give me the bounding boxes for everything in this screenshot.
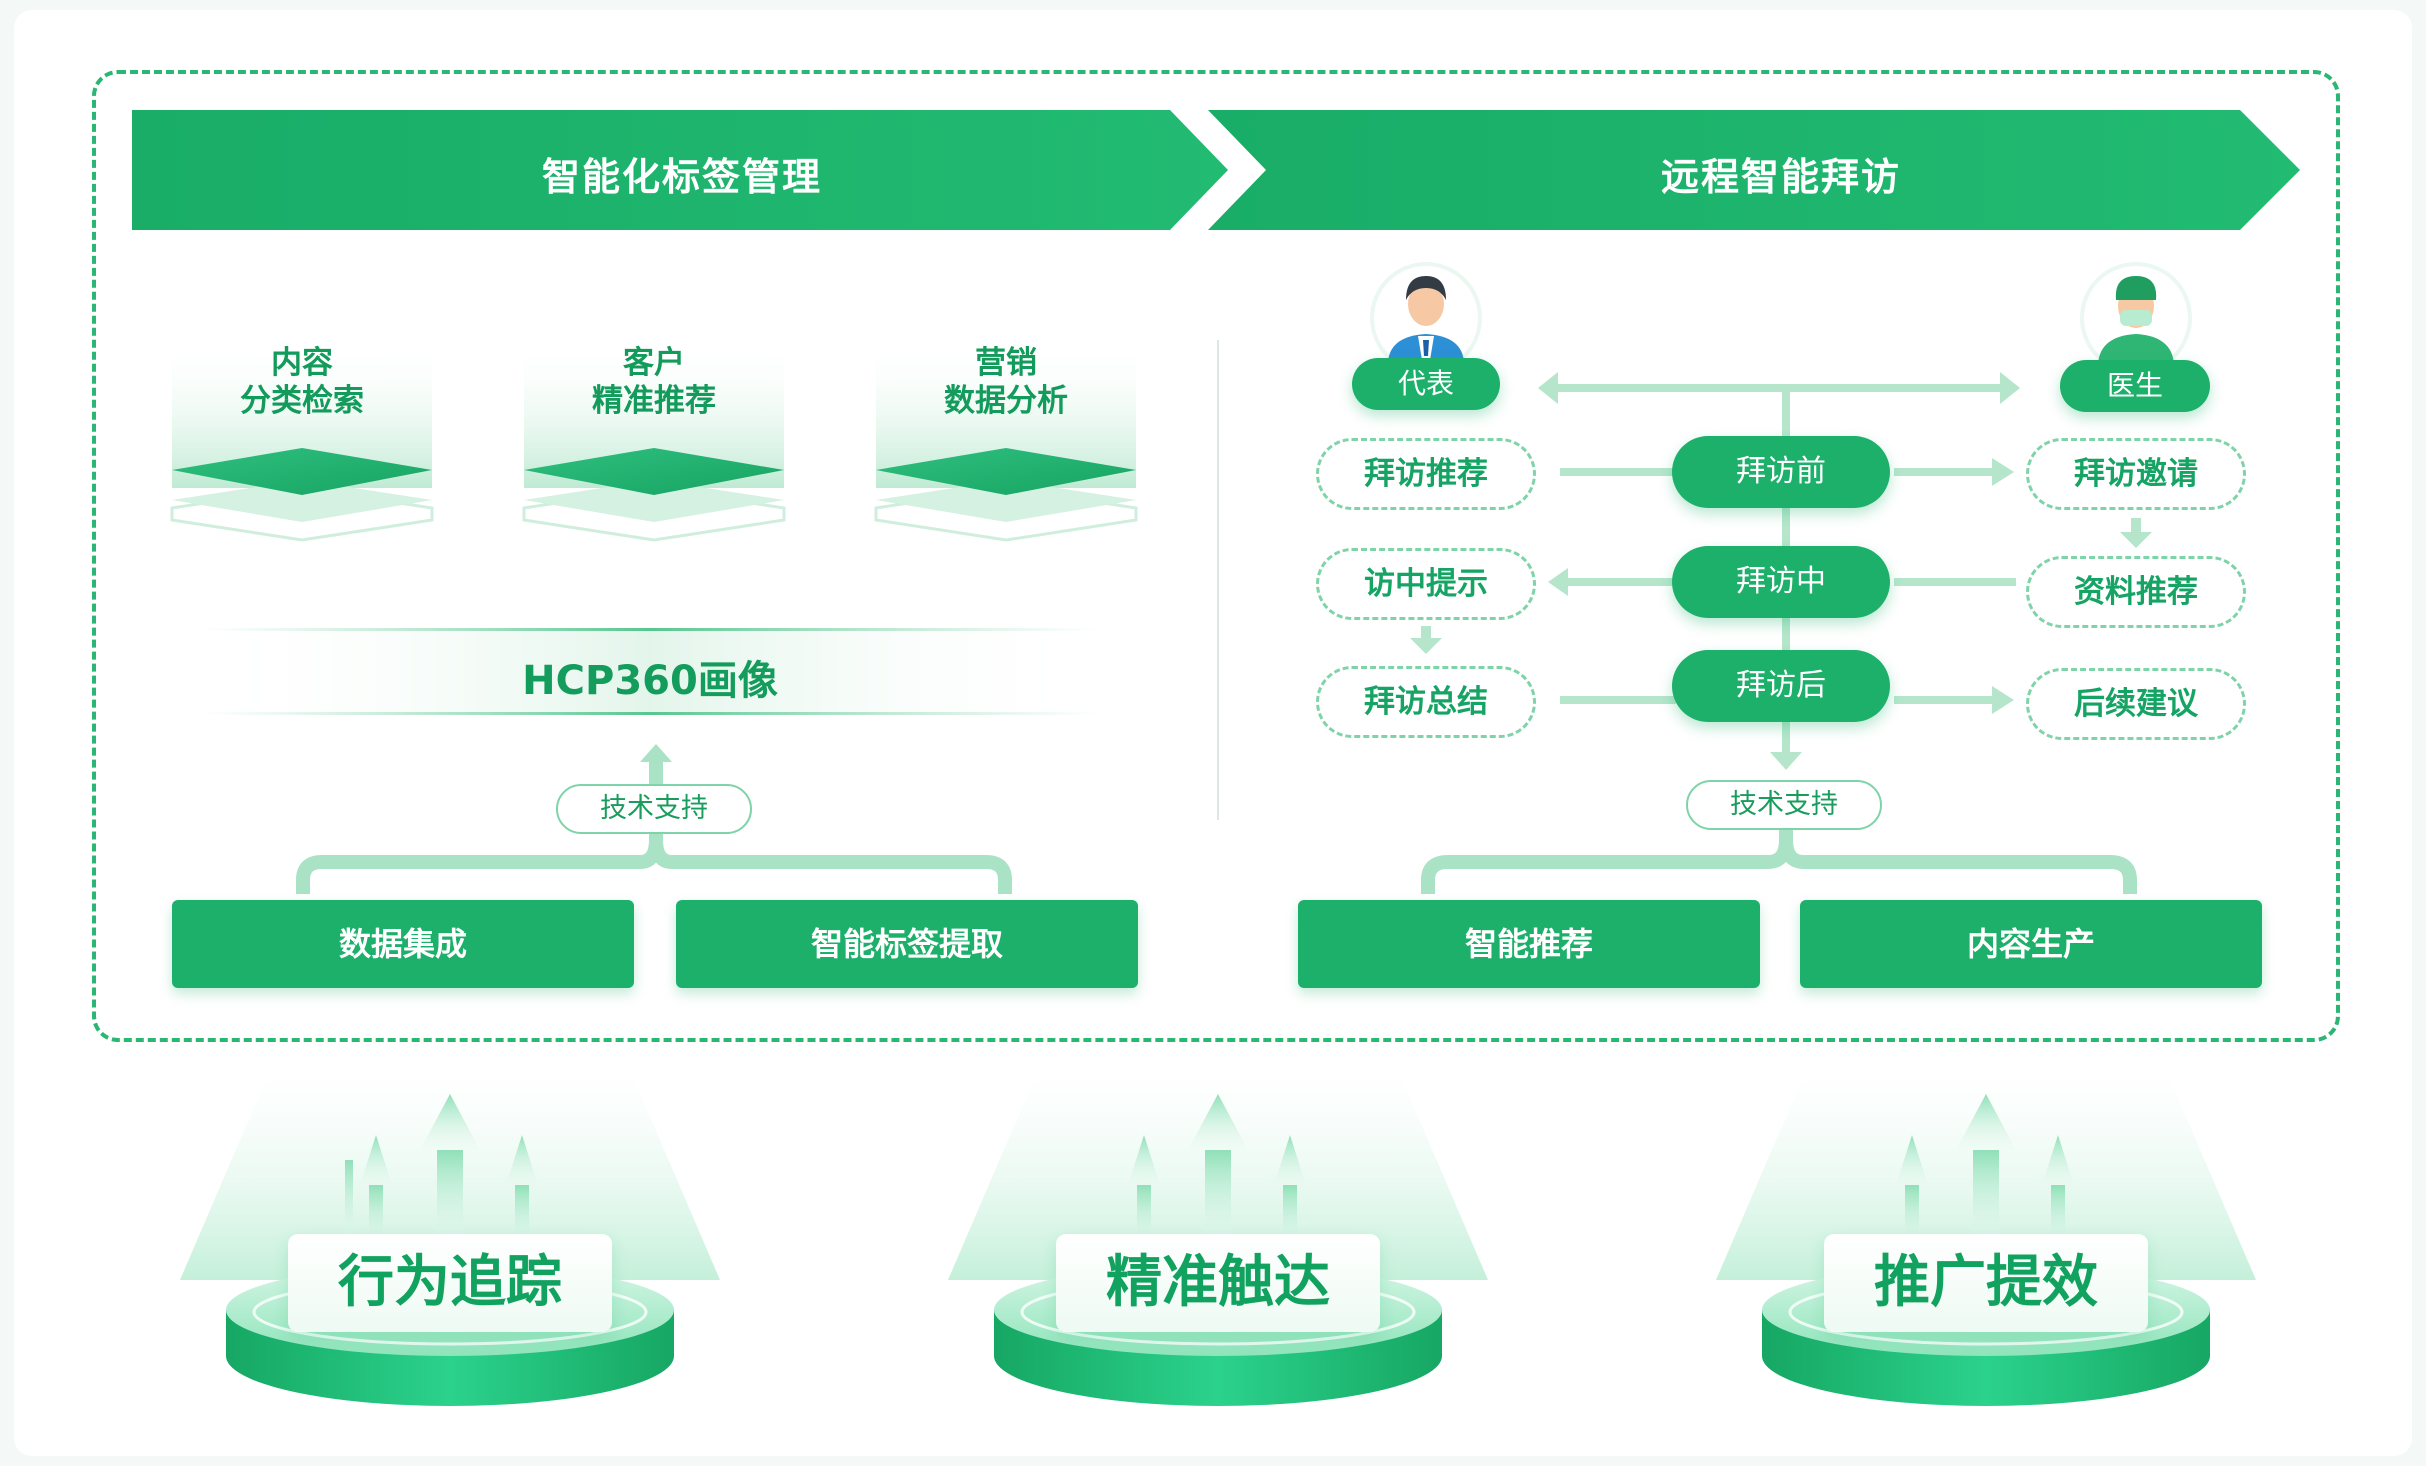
banner-left-shape — [132, 110, 1228, 230]
layer-column-1 — [170, 338, 434, 542]
layer-3-line2: 数据分析 — [944, 383, 1068, 419]
layer-title-1: 内容 分类检索 — [172, 344, 432, 420]
stage-before: 拜访前 — [1672, 436, 1890, 508]
layer-title-2: 客户 精准推荐 — [524, 344, 784, 420]
right-connector — [1421, 826, 2137, 894]
item-visit-invite: 拜访邀请 — [2026, 438, 2246, 510]
layer-column-2 — [522, 338, 786, 542]
layer-2-line2: 精准推荐 — [592, 383, 716, 419]
layer-1-line1: 内容 — [271, 345, 333, 381]
layer-title-3: 营销 数据分析 — [876, 344, 1136, 420]
banner-right-title: 远程智能拜访 — [1660, 155, 1901, 199]
layer-column-3 — [874, 338, 1138, 542]
doctor-avatar-icon — [2080, 262, 2192, 374]
base-content-production: 内容生产 — [1800, 900, 2262, 988]
stage-during: 拜访中 — [1672, 546, 1890, 618]
left-connector — [296, 744, 1012, 894]
layer-1-line2: 分类检索 — [240, 383, 364, 419]
base-data-integration: 数据集成 — [172, 900, 634, 988]
rep-pill: 代表 — [1352, 358, 1500, 410]
layer-2-line1: 客户 — [623, 345, 685, 381]
stage-after: 拜访后 — [1672, 650, 1890, 722]
item-during-tips: 访中提示 — [1316, 548, 1536, 620]
outcome-precise-reach: 精准触达 — [1056, 1234, 1380, 1332]
dashed-frame — [92, 70, 2340, 1042]
hcp-portrait-label: HCP360画像 — [522, 658, 778, 704]
hcp-band — [200, 628, 1100, 714]
item-material-recommend: 资料推荐 — [2026, 556, 2246, 628]
banner-right-shape — [1208, 110, 2300, 230]
right-tech-support: 技术支持 — [1686, 780, 1882, 830]
item-visit-summary: 拜访总结 — [1316, 666, 1536, 738]
doctor-pill: 医生 — [2060, 360, 2210, 412]
base-tag-extraction: 智能标签提取 — [676, 900, 1138, 988]
outcome-promotion-efficiency: 推广提效 — [1824, 1234, 2148, 1332]
banner-left-title: 智能化标签管理 — [541, 155, 822, 199]
item-followup-advice: 后续建议 — [2026, 668, 2246, 740]
rep-avatar-icon — [1370, 262, 1482, 374]
left-tech-support: 技术支持 — [556, 784, 752, 834]
outcome-behavior-tracking: 行为追踪 — [288, 1234, 612, 1332]
item-visit-recommend: 拜访推荐 — [1316, 438, 1536, 510]
base-smart-recommend: 智能推荐 — [1298, 900, 1760, 988]
layer-3-line1: 营销 — [975, 345, 1037, 381]
